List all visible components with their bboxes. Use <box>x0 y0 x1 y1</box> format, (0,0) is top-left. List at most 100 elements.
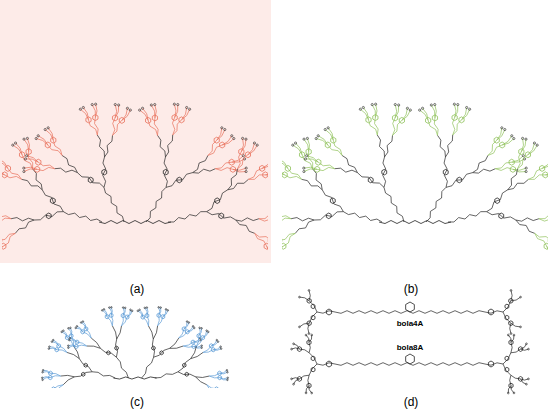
bond <box>15 220 34 233</box>
bond <box>431 105 435 118</box>
bond <box>299 297 309 301</box>
ring <box>311 356 315 360</box>
bond <box>343 212 382 222</box>
ring <box>215 387 219 388</box>
end-group <box>150 104 152 106</box>
ring <box>443 169 448 175</box>
end-group <box>118 104 120 106</box>
end-group <box>504 128 506 130</box>
end-group <box>68 345 70 347</box>
bond <box>92 105 95 118</box>
bond <box>512 156 524 162</box>
bond <box>2 246 3 255</box>
ring <box>488 361 493 367</box>
bond <box>306 335 309 342</box>
end-group <box>299 296 301 298</box>
bond <box>295 220 314 233</box>
end-group <box>80 322 82 324</box>
ring <box>146 117 151 123</box>
bond <box>105 135 113 157</box>
end-group <box>63 330 65 332</box>
bond <box>222 139 234 145</box>
bond <box>521 139 526 152</box>
ring <box>185 372 188 376</box>
bond <box>16 143 23 155</box>
end-group <box>44 128 46 130</box>
end-group <box>362 106 364 108</box>
bond <box>542 161 548 168</box>
bond <box>43 378 51 380</box>
bond <box>309 290 310 300</box>
bond <box>63 212 102 222</box>
end-group <box>453 103 455 105</box>
end-group <box>122 307 124 309</box>
end-group <box>61 331 63 333</box>
end-group <box>221 127 223 129</box>
end-group <box>186 106 188 108</box>
ring <box>330 198 335 204</box>
bond <box>55 168 78 172</box>
bond <box>511 297 521 301</box>
ring <box>50 198 55 204</box>
ring <box>382 169 387 175</box>
end-group <box>76 325 78 327</box>
bond <box>503 353 511 364</box>
bond <box>306 386 309 393</box>
end-group <box>220 346 222 348</box>
end-group <box>511 135 513 137</box>
end-group <box>513 137 515 139</box>
bond <box>109 308 111 316</box>
end-group <box>303 138 305 140</box>
end-group <box>304 158 306 160</box>
core-chain <box>113 377 156 379</box>
end-group <box>68 339 70 341</box>
bond <box>104 187 124 222</box>
bond <box>153 326 157 339</box>
bond <box>521 349 529 350</box>
end-group <box>201 328 203 330</box>
bond <box>24 139 29 152</box>
bond <box>317 363 335 365</box>
end-group <box>359 108 361 110</box>
end-group <box>317 135 319 137</box>
end-group <box>12 144 14 146</box>
ring <box>163 169 168 175</box>
bond <box>62 155 77 172</box>
end-group <box>501 127 503 129</box>
end-group <box>305 334 307 336</box>
end-group <box>421 107 423 109</box>
end-group <box>303 170 305 172</box>
end-group <box>526 383 528 385</box>
bond <box>296 143 303 155</box>
bond <box>511 335 514 342</box>
end-group <box>525 138 527 140</box>
bond <box>2 170 5 175</box>
ring <box>183 363 186 367</box>
ring <box>311 367 315 371</box>
bond <box>309 364 317 375</box>
bond <box>282 159 288 169</box>
end-group <box>430 104 432 106</box>
bond <box>372 105 375 118</box>
bond <box>187 328 194 332</box>
end-group <box>23 138 25 140</box>
bond <box>117 326 122 339</box>
end-group <box>513 334 515 336</box>
bond <box>292 348 300 349</box>
bond <box>213 347 220 350</box>
bond <box>299 323 309 327</box>
end-group <box>79 108 81 110</box>
bond <box>262 161 268 168</box>
end-group <box>141 107 143 109</box>
end-group <box>49 346 51 348</box>
bond <box>539 214 548 219</box>
bond <box>178 372 196 377</box>
end-group <box>305 392 307 394</box>
bond <box>220 378 228 380</box>
bond <box>220 370 227 373</box>
bond <box>70 328 71 336</box>
ring <box>505 315 509 319</box>
end-group <box>306 155 308 157</box>
end-group <box>139 109 141 111</box>
